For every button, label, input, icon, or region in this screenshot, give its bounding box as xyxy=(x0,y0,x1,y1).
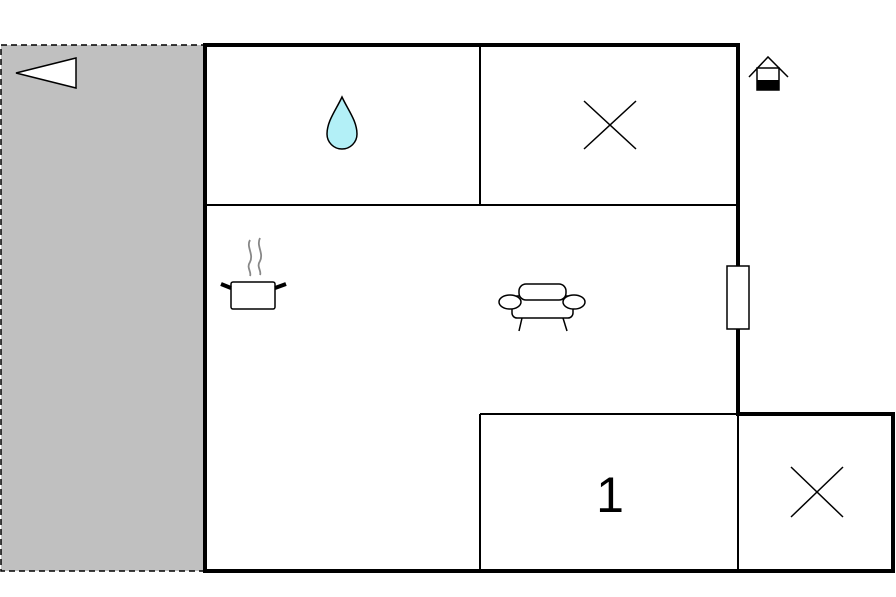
terrace xyxy=(0,44,206,572)
terrace-area xyxy=(0,44,206,572)
interior-walls xyxy=(205,45,739,571)
direction-arrow-icon xyxy=(15,57,77,89)
sofa-icon xyxy=(498,283,586,332)
window-icon xyxy=(726,265,750,330)
cross-icon xyxy=(790,466,844,518)
cooking-pot-icon xyxy=(220,237,287,310)
water-drop-icon xyxy=(326,95,358,150)
cross-icon xyxy=(583,100,637,150)
entrance-house-icon xyxy=(748,55,789,91)
bedroom-number-label: 1 xyxy=(596,467,624,523)
